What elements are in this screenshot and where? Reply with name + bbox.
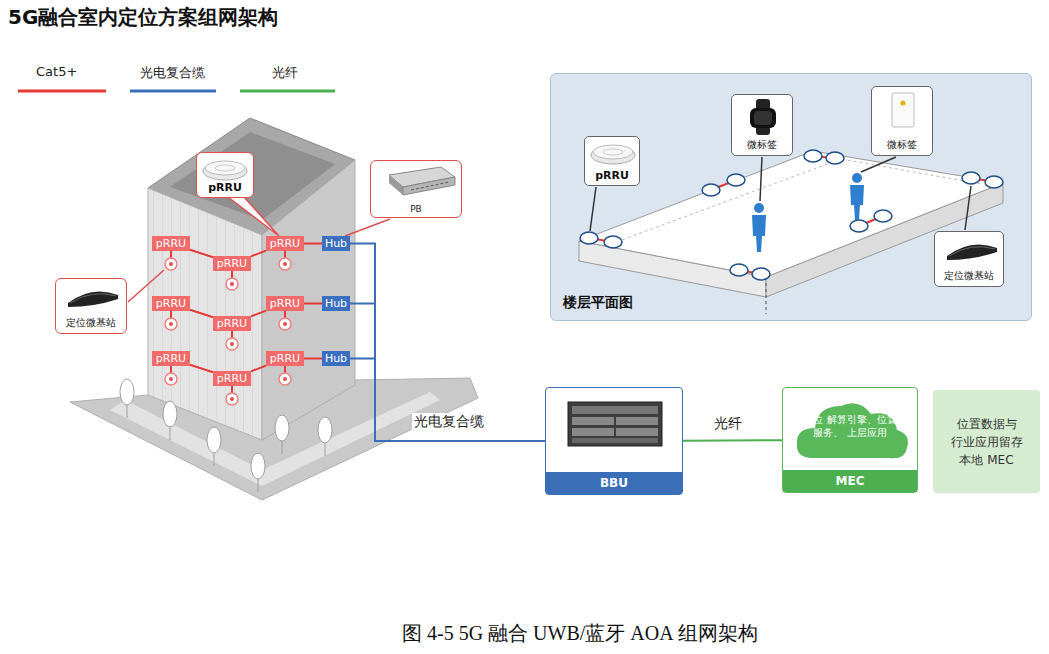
node-label: pRRU — [217, 317, 247, 330]
node-box: 位置数据与 行业应用留存 本地 MEC — [933, 390, 1040, 493]
node-label: pRRU — [156, 237, 186, 250]
node-label: Hub — [325, 297, 347, 310]
connector — [683, 439, 782, 441]
node-box: Hub — [322, 236, 350, 251]
node-box: Hub — [322, 296, 350, 311]
street-lamps — [120, 379, 332, 492]
legend-text: Cat5+ — [36, 64, 77, 79]
node-label: 微标签 — [747, 138, 777, 152]
node-box: pRRU — [152, 236, 190, 251]
edge-label: 光纤 — [712, 415, 744, 433]
node-box: pRRU — [152, 351, 190, 366]
connector — [350, 359, 545, 442]
legend-line — [18, 90, 106, 93]
node-label: pRRU — [595, 169, 629, 182]
connector — [350, 304, 545, 442]
node-label: 楼层平面图 — [563, 294, 633, 312]
device-icon — [732, 95, 794, 143]
node-box: pRRU — [266, 351, 304, 366]
node-label: BBU — [546, 472, 682, 494]
antenna-symbols — [165, 251, 291, 405]
connector — [350, 244, 545, 442]
legend-line — [130, 90, 216, 93]
node-box: Hub — [322, 351, 350, 366]
node-box: 定位微基站 — [934, 231, 1004, 287]
node-label: pRRU — [156, 297, 186, 310]
connector — [190, 310, 213, 318]
node-box: 楼层平面图 pRRU 微标签 微标签定位微基站 — [550, 73, 1032, 321]
node-label: pRRU — [156, 352, 186, 365]
node-box: pRRU — [152, 296, 190, 311]
callout-pointer — [228, 197, 279, 236]
connector — [190, 250, 213, 258]
edge-label: 光电复合缆 — [412, 413, 486, 431]
building-face — [148, 188, 262, 440]
connector — [251, 311, 266, 317]
node-box: 微标签 — [871, 86, 933, 156]
building-face — [262, 160, 355, 440]
figure-caption: 图 4-5 5G 融合 UWB/蓝牙 AOA 组网架构 — [402, 620, 758, 647]
leader-line — [345, 219, 390, 236]
device-icon — [935, 232, 1007, 272]
node-label: pRRU — [270, 237, 300, 250]
device-icon — [872, 87, 934, 141]
device-icon — [371, 161, 463, 205]
connector — [251, 366, 266, 372]
node-box: 定位微基站 — [55, 278, 127, 334]
connector — [304, 243, 322, 245]
node-box: pRRU — [213, 316, 251, 331]
node-label: Hub — [325, 237, 347, 250]
node-label: pRRU — [217, 372, 247, 385]
connector — [304, 303, 322, 305]
node-label: pRRU — [217, 257, 247, 270]
device-icon — [546, 388, 684, 472]
node-label: 位置数据与 行业应用留存 本地 MEC — [950, 415, 1024, 469]
node-label: PB — [410, 204, 422, 214]
node-label: 定位微基站 — [944, 269, 994, 283]
node-label: Hub — [325, 352, 347, 365]
node-box: pRRU — [213, 256, 251, 271]
node-box: pRRU — [196, 152, 254, 198]
node-label: pRRU — [208, 181, 242, 194]
diagram-title: 5G融合室内定位方案组网架构 — [8, 4, 278, 31]
node-box: pRRU — [266, 236, 304, 251]
node-box: pRRU — [213, 371, 251, 386]
node-label: 定位 解算引擎、位置服务、 上层应用 — [800, 414, 900, 439]
node-box: pRRU — [266, 296, 304, 311]
device-icon — [56, 279, 128, 319]
connector — [251, 251, 266, 257]
node-label: 定位微基站 — [66, 316, 116, 330]
node-box: BBU — [545, 387, 683, 495]
legend-text: 光纤 — [272, 64, 298, 82]
node-label: 微标签 — [887, 138, 917, 152]
connector — [304, 358, 322, 360]
node-label: pRRU — [270, 297, 300, 310]
node-box: PB — [370, 160, 462, 218]
legend-text: 光电复合缆 — [140, 64, 205, 82]
node-box: pRRU — [584, 136, 640, 186]
connector — [190, 365, 213, 373]
node-box: 微标签 — [731, 94, 793, 156]
legend-line — [240, 90, 335, 93]
node-label: MEC — [783, 470, 917, 492]
node-label: pRRU — [270, 352, 300, 365]
node-box: 定位 解算引擎、位置服务、 上层应用 MEC — [782, 387, 918, 493]
